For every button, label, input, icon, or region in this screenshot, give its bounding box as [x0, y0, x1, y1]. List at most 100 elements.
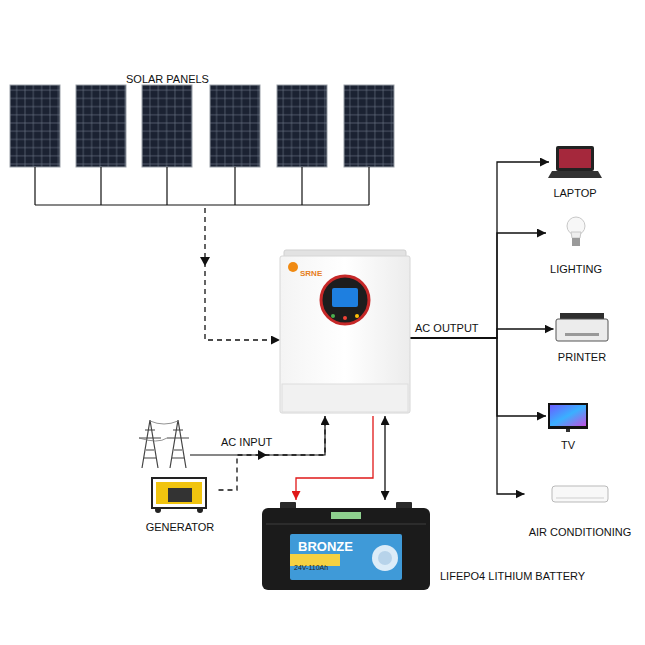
battery-rating: 24V-110Ah [294, 564, 328, 572]
appliance-caption: AIR CONDITIONING [529, 526, 632, 539]
component-caption: LIFEPO4 LITHIUM BATTERY [440, 570, 585, 583]
line-label: AC INPUT [221, 436, 272, 449]
laptop-icon [548, 146, 602, 178]
appliance-caption: PRINTER [558, 351, 606, 364]
laptop-screen [556, 146, 594, 171]
appliance-laptop: LAPTOP [549, 142, 601, 202]
solar-panel [76, 85, 126, 167]
status-led [355, 314, 359, 318]
bulb-base [572, 238, 580, 246]
connector-group [205, 162, 554, 500]
text-slot: LAPTOP [549, 183, 601, 201]
generator: GENERATOR [142, 472, 219, 536]
air-conditioner-icon [552, 486, 608, 502]
lcd-screen [332, 288, 358, 307]
connector [410, 338, 525, 494]
flow-arrowhead [200, 257, 210, 266]
solar-panel [210, 85, 260, 167]
connector [205, 208, 280, 340]
generator-wheel [155, 507, 161, 513]
text-slot: AIR CONDITIONING [525, 522, 636, 540]
pylon [139, 420, 161, 468]
connector [384, 416, 385, 500]
text-slot: LIGHTING [546, 259, 606, 277]
generator-engine [168, 488, 192, 502]
connector [410, 233, 546, 338]
ac-unit-body [552, 486, 608, 502]
solar-panel [142, 85, 192, 167]
tv-stand [566, 429, 570, 432]
pylon [167, 420, 189, 468]
hybrid-inverter: SRNE [280, 250, 410, 416]
solar-panel-array: SOLAR PANELS [6, 66, 400, 208]
generator-icon [152, 478, 206, 513]
ac-input-line [190, 416, 325, 455]
battery-brand: BRONZE [298, 539, 353, 555]
battery-lion-emblem [378, 551, 392, 565]
status-led [331, 314, 335, 318]
laptop-base [548, 171, 602, 178]
appliance-tv: TV [546, 400, 590, 454]
battery-indicator [331, 512, 361, 519]
text-slot: BRONZE [298, 537, 353, 555]
connector [410, 338, 546, 416]
lifepo4-battery: BRONZE 24V-110AhLIFEPO4 LITHIUM BATTERY [258, 500, 592, 592]
battery-lion-emblem [372, 545, 398, 571]
laptop-display [559, 149, 591, 168]
text-slot: SOLAR PANELS [126, 69, 209, 87]
battery-ridge [266, 523, 426, 525]
battery-terminal [396, 502, 412, 509]
appliance-caption: TV [561, 439, 575, 452]
solar-panel [344, 85, 394, 167]
bulb-neck [571, 232, 581, 238]
appliance-air-conditioning: AIR CONDITIONING [525, 483, 636, 541]
solar-panel [10, 85, 60, 167]
printer-body [556, 319, 608, 341]
connector [219, 416, 326, 490]
line-label: AC OUTPUT [415, 322, 479, 335]
tv-screen [550, 405, 586, 426]
appliance-caption: LIGHTING [550, 263, 602, 276]
text-slot: 24V-110Ah [294, 556, 328, 574]
display-ring [321, 276, 369, 324]
tv-frame [548, 403, 588, 429]
ac-unit-vent [556, 498, 604, 499]
appliance-printer: PRINTER [554, 312, 611, 366]
text-slot: PRINTER [554, 347, 611, 365]
battery-body [262, 508, 430, 590]
status-led [343, 316, 347, 320]
printer-slot [565, 333, 599, 336]
light-bulb-icon [567, 217, 585, 246]
appliance-lighting: LIGHTING [546, 212, 606, 278]
label-slot: AC OUTPUT [415, 318, 479, 336]
tv-icon [548, 403, 588, 432]
battery-terminal [280, 502, 296, 509]
power-pylons [139, 420, 189, 468]
text-slot: SRNE [300, 262, 322, 280]
inverter-illustration [280, 250, 410, 413]
power-wire [139, 421, 178, 441]
text-slot: LIFEPO4 LITHIUM BATTERY [440, 566, 585, 584]
label-slot: AC INPUT [221, 432, 272, 450]
text-slot: GENERATOR [142, 517, 219, 535]
brand-logo [288, 262, 298, 272]
battery-illustration [262, 502, 430, 590]
panel-wiring [35, 167, 369, 205]
printer-icon [556, 313, 608, 341]
inverter-bottom-panel [282, 384, 408, 412]
battery-label [290, 534, 402, 580]
flow-arrowhead [258, 450, 267, 460]
solar-panel [277, 85, 327, 167]
component-caption: GENERATOR [146, 521, 215, 534]
text-slot: TV [546, 435, 590, 453]
generator-frame [152, 478, 206, 508]
connector [296, 416, 373, 500]
generator-wheel [197, 507, 203, 513]
brand-name: SRNE [300, 269, 322, 279]
inverter-body [280, 256, 410, 413]
solar-panel-array [10, 85, 394, 266]
component-caption: SOLAR PANELS [126, 73, 209, 86]
generator-body [156, 482, 202, 504]
